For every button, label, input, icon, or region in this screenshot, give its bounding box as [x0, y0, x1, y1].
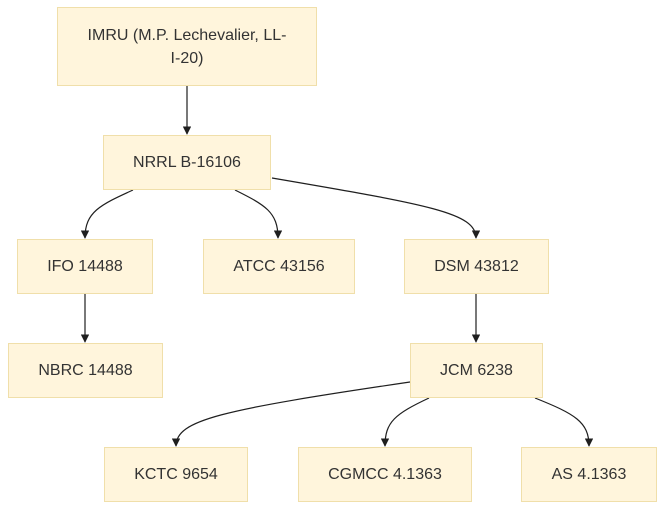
node-nrrl: NRRL B-16106 — [103, 135, 271, 190]
node-imru-label: IMRU (M.P. Lechevalier, LL-I-20) — [87, 26, 287, 67]
node-cgmcc-label: CGMCC 4.1363 — [328, 466, 442, 483]
edge-nrrl-to-ifo — [80, 189, 134, 239]
node-ifo: IFO 14488 — [17, 239, 153, 294]
edge-jcm-to-kctc — [171, 381, 411, 447]
node-imru: IMRU (M.P. Lechevalier, LL-I-20) — [57, 7, 317, 86]
node-nrrl-label: NRRL B-16106 — [133, 154, 241, 171]
edge-nrrl-to-atcc — [234, 189, 283, 239]
node-dsm-label: DSM 43812 — [434, 258, 519, 275]
node-nbrc: NBRC 14488 — [8, 343, 163, 398]
node-jcm: JCM 6238 — [410, 343, 543, 398]
node-as: AS 4.1363 — [521, 447, 657, 502]
node-nbrc-label: NBRC 14488 — [38, 362, 133, 379]
node-kctc-label: KCTC 9654 — [134, 466, 218, 483]
node-as-label: AS 4.1363 — [551, 466, 627, 483]
edge-jcm-to-as — [534, 397, 594, 447]
node-ifo-label: IFO 14488 — [47, 258, 123, 275]
node-cgmcc: CGMCC 4.1363 — [298, 447, 472, 502]
node-dsm: DSM 43812 — [404, 239, 549, 294]
node-jcm-label: JCM 6238 — [440, 362, 513, 379]
node-atcc-label: ATCC 43156 — [233, 258, 325, 275]
edge-nrrl-to-dsm — [271, 177, 481, 239]
node-atcc: ATCC 43156 — [203, 239, 355, 294]
node-kctc: KCTC 9654 — [104, 447, 248, 502]
edge-jcm-to-cgmcc — [380, 397, 430, 447]
